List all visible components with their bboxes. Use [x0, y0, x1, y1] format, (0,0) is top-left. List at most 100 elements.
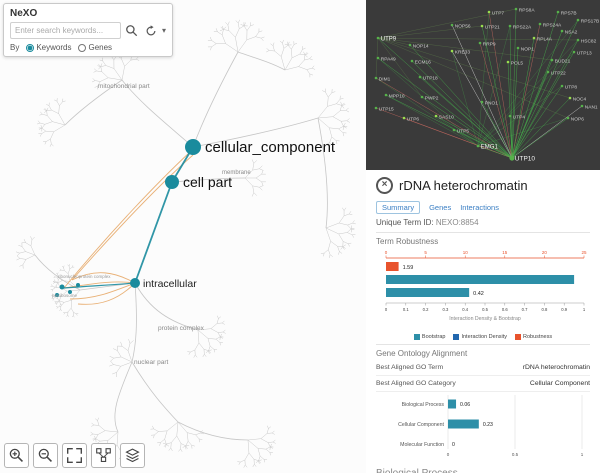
gene-node[interactable]: RPL4A — [532, 37, 553, 43]
gene-node[interactable]: BUD21 — [550, 59, 571, 65]
radio-keywords[interactable]: Keywords — [26, 43, 71, 52]
tree-term-label[interactable]: cell part — [183, 174, 232, 190]
gene-node[interactable]: EMG1 — [476, 145, 499, 151]
gene-node[interactable]: SAS10 — [434, 115, 454, 121]
zoom-in-button[interactable] — [4, 443, 29, 468]
keywords-radio[interactable] — [26, 43, 35, 52]
search-button[interactable] — [124, 23, 140, 39]
svg-text:0.06: 0.06 — [460, 402, 470, 408]
unique-term-id-label: Unique Term ID: — [376, 218, 434, 227]
tree-term-node[interactable] — [130, 278, 140, 288]
svg-text:5: 5 — [424, 250, 427, 255]
search-input[interactable] — [10, 22, 121, 39]
gene-node[interactable]: UTP21 — [480, 25, 500, 31]
gene-node[interactable]: ECM16 — [410, 60, 431, 66]
chevron-down-icon[interactable]: ▾ — [161, 25, 166, 35]
tree-term-node[interactable] — [165, 175, 179, 189]
fit-screen-button[interactable] — [62, 443, 87, 468]
tree-layout-button[interactable] — [91, 443, 116, 468]
tab-interactions[interactable]: Interactions — [460, 203, 499, 212]
genes-radio[interactable] — [78, 43, 87, 52]
gene-node[interactable]: PNO1 — [480, 101, 498, 107]
go-category-bar — [448, 419, 479, 429]
tree-term-node[interactable] — [59, 284, 65, 290]
tree-term-node[interactable] — [55, 293, 59, 297]
gene-node[interactable]: UTP18 — [418, 76, 438, 82]
genes-radio-label: Genes — [88, 43, 113, 52]
svg-text:Biological Process: Biological Process — [402, 402, 445, 408]
unique-term-id-value: NEXO:8854 — [435, 218, 479, 227]
gene-node[interactable]: KRE33 — [450, 50, 471, 56]
gene-node[interactable]: UTP5 — [452, 129, 470, 135]
tree-term-label[interactable]: intracellular — [143, 278, 197, 290]
tab-summary[interactable]: Summary — [376, 201, 421, 214]
gene-label: DIM1 — [379, 77, 391, 83]
gene-node[interactable]: NOP14 — [408, 44, 429, 50]
gene-node[interactable]: UTP4 — [508, 115, 526, 121]
gene-node[interactable]: RPS8A — [514, 8, 536, 14]
gene-label: UTP4 — [513, 115, 526, 121]
gene-node[interactable]: DIM1 — [374, 77, 391, 83]
tree-term-node[interactable] — [68, 290, 72, 294]
gene-node[interactable]: NOC4 — [568, 97, 587, 103]
gene-node[interactable]: UTP9 — [376, 37, 397, 43]
gene-node[interactable]: NSA2 — [560, 30, 578, 36]
gene-node[interactable]: RRP9 — [478, 42, 496, 48]
gene-node[interactable]: RPA49 — [376, 57, 396, 63]
close-icon[interactable]: × — [376, 177, 393, 194]
svg-text:0: 0 — [452, 442, 455, 448]
gene-node[interactable]: NAN1 — [580, 105, 598, 111]
svg-text:1: 1 — [583, 307, 586, 312]
tree-term-node[interactable] — [76, 283, 80, 287]
map-toolbar — [4, 443, 145, 468]
tree-term-label[interactable]: ribonucleoprotein complex — [58, 274, 111, 279]
gene-node[interactable]: RPS22A — [508, 25, 532, 31]
gene-label: ECM16 — [415, 60, 431, 66]
gene-node[interactable]: UTP15 — [374, 107, 394, 113]
gene-node[interactable]: PWP2 — [420, 96, 439, 102]
tree-term-label[interactable]: nuclear part — [134, 359, 169, 366]
legend-item: Robustness — [515, 334, 552, 340]
svg-text:Interaction Density & Bootstra: Interaction Density & Bootstrap — [449, 316, 521, 322]
gene-node[interactable]: UTP8 — [560, 85, 578, 91]
gene-node[interactable]: NOP1 — [516, 47, 534, 53]
gene-node[interactable]: RPS7B — [556, 11, 577, 17]
gene-node[interactable]: UTP10 — [509, 155, 536, 163]
layers-button[interactable] — [120, 443, 145, 468]
gene-node[interactable]: RPS24A — [538, 23, 562, 29]
gene-network-canvas[interactable]: UTP7 RPS8A RPS7B RPS17B NOP56 UTP21 RPS22A RPS2… — [366, 0, 600, 170]
svg-text:10: 10 — [463, 250, 469, 255]
divider — [376, 232, 590, 233]
reset-button[interactable] — [143, 23, 159, 39]
tree-term-label[interactable]: membrane — [222, 170, 251, 176]
gene-label: UTP10 — [515, 156, 536, 163]
tree-term-label[interactable]: mitochondrial part — [98, 83, 150, 90]
zoom-out-button[interactable] — [33, 443, 58, 468]
gene-node[interactable]: POL5 — [506, 61, 524, 67]
tab-genes[interactable]: Genes — [429, 203, 452, 212]
gene-node[interactable]: UTP6 — [402, 117, 420, 123]
gene-node[interactable]: NOP56 — [450, 24, 471, 30]
gene-label: RRP9 — [483, 42, 496, 48]
tree-term-node[interactable] — [185, 139, 201, 155]
gene-node[interactable]: HSC82 — [576, 39, 597, 45]
radio-genes[interactable]: Genes — [78, 43, 112, 52]
gene-node[interactable]: MPP10 — [384, 94, 405, 100]
gene-label: NAN1 — [585, 105, 598, 111]
tree-term-label[interactable]: preribosome — [52, 293, 78, 298]
layers-icon — [125, 448, 140, 463]
gene-node[interactable]: NOP6 — [566, 117, 584, 123]
zoom-out-icon — [38, 448, 52, 462]
gene-node[interactable]: UTP7 — [487, 11, 505, 17]
gene-node[interactable]: UTP13 — [572, 51, 592, 57]
gene-node[interactable]: UTP22 — [546, 71, 566, 77]
tree-term-label[interactable]: protein complex — [158, 325, 205, 332]
gene-node[interactable]: RPS17B — [576, 19, 600, 25]
tree-term-label[interactable]: cellular_component — [205, 139, 336, 156]
right-column: UTP7 RPS8A RPS7B RPS17B NOP56 UTP21 RPS22A RPS2… — [366, 0, 600, 473]
gene-network-panel[interactable]: UTP7 RPS8A RPS7B RPS17B NOP56 UTP21 RPS22A RPS2… — [366, 0, 600, 170]
